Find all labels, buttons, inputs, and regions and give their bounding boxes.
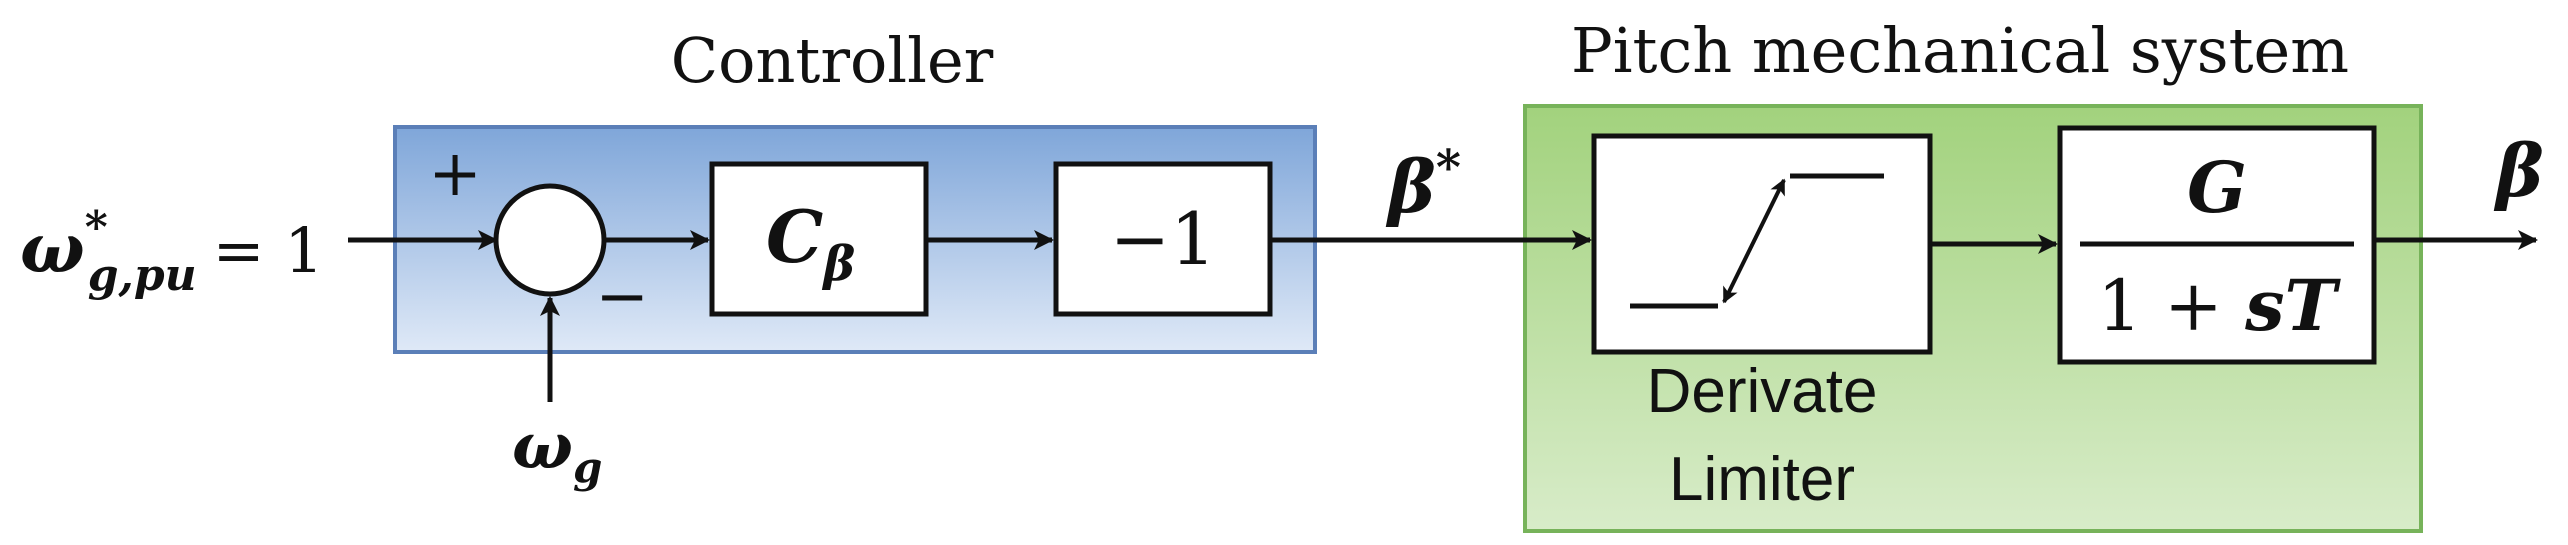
controller-gain-label: Cβ [766, 194, 855, 292]
reference-label: β* [1385, 140, 1461, 229]
controller-gain-block [709, 161, 929, 317]
input-symbol: ω [20, 209, 85, 289]
rate-limiter-block [1591, 133, 1933, 355]
feedback-label: ωg [512, 409, 602, 492]
controller-gain-subscript: β [821, 236, 855, 292]
reference-symbol: β [1385, 144, 1436, 229]
inverter-block [1053, 161, 1273, 317]
minus-sign: − [595, 260, 649, 334]
rate-limiter-label-line1: Derivate [1647, 357, 1878, 426]
input-equals: = 1 [213, 214, 324, 287]
pitch-group-title: Pitch mechanical system [1571, 14, 2349, 87]
feedback-subscript: g [573, 443, 602, 492]
tf-denominator-var: sT [2244, 264, 2341, 347]
tf-numerator: G [2187, 146, 2247, 229]
controller-group-title: Controller [671, 24, 994, 97]
summing-junction [493, 183, 607, 297]
tf-denominator-const: 1 + [2097, 265, 2245, 347]
input-label: ω*g,pu = 1 [20, 202, 324, 301]
tf-denominator: 1 + sT [2097, 264, 2341, 347]
feedback-symbol: ω [512, 409, 573, 484]
plus-sign: + [428, 137, 482, 211]
input-superscript: * [85, 202, 108, 253]
rate-limiter-icon-slope [1722, 178, 1786, 304]
output-label: β [2493, 128, 2544, 213]
reference-superscript: * [1436, 140, 1461, 196]
inverter-label: −1 [1110, 197, 1216, 281]
input-subscript: g,pu [88, 250, 197, 301]
controller-gain-symbol: C [766, 194, 823, 279]
rate-limiter-label-line2: Limiter [1669, 445, 1855, 514]
